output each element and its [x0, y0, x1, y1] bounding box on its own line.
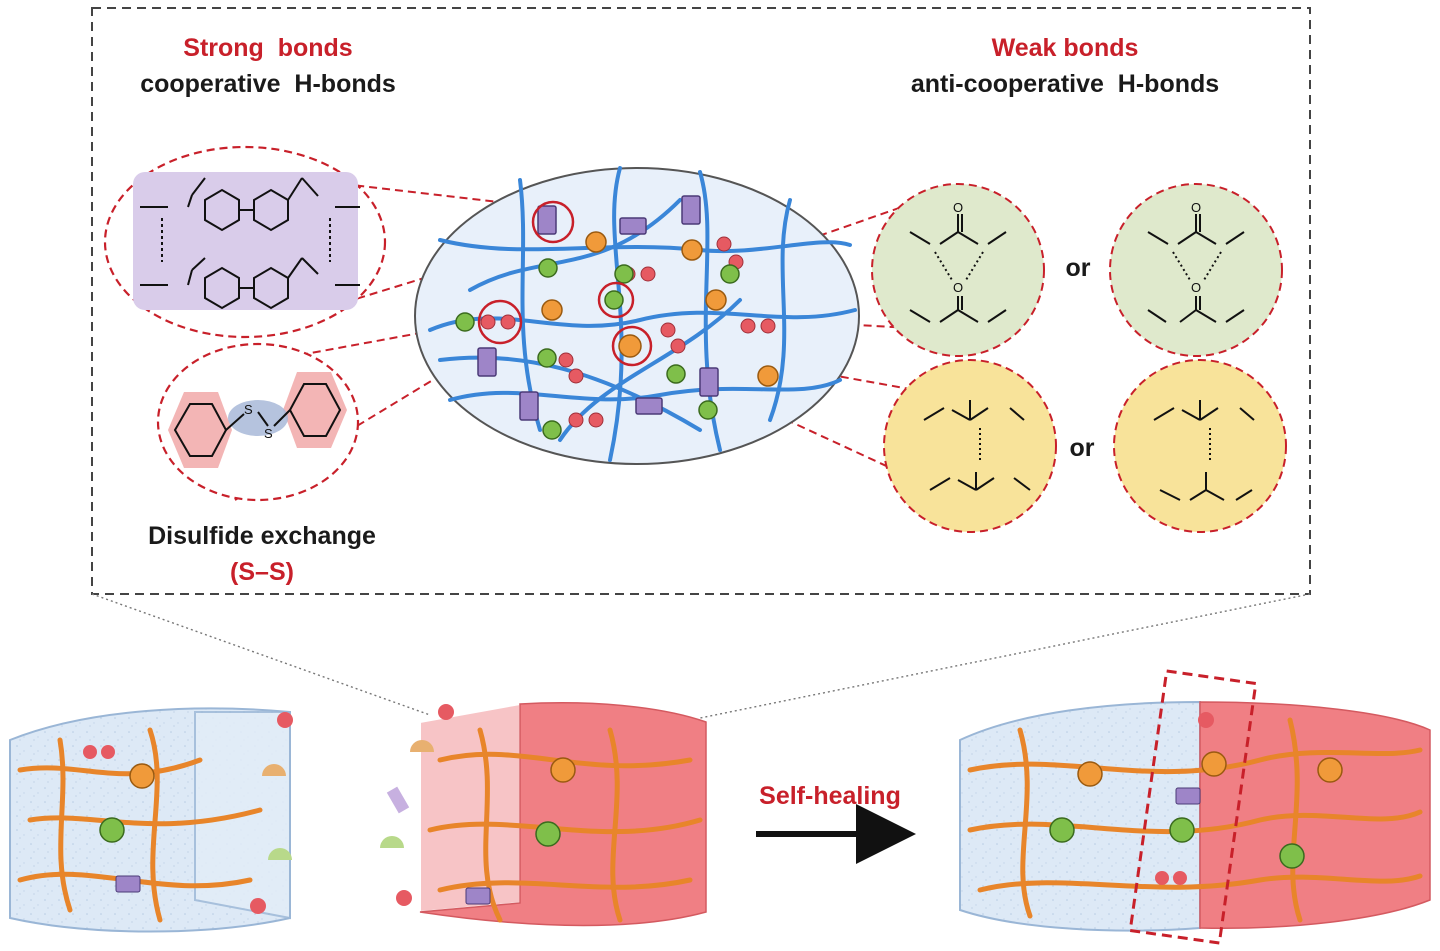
- or-label-bottom: or: [1070, 434, 1095, 462]
- disulfide-circle: S S: [156, 342, 360, 502]
- weak-bonds-title: Weak bonds: [992, 34, 1139, 62]
- zoom-guide-left: [91, 593, 431, 716]
- polymer-network-ellipse: [414, 166, 860, 465]
- strong-bonds-subtitle: cooperative H-bonds: [140, 70, 396, 98]
- self-healing-label: Self-healing: [759, 782, 901, 810]
- strong-bonds-title: Strong bonds: [183, 34, 352, 62]
- urethane-urethane-circle: [883, 359, 1057, 533]
- disulfide-pairs: [480, 236, 776, 428]
- bipyridine-structure: [140, 177, 360, 310]
- svg-text:O: O: [1191, 200, 1201, 215]
- weak-bonds-subtitle: anti-cooperative H-bonds: [911, 70, 1219, 98]
- or-label-top: or: [1066, 254, 1091, 282]
- svg-text:O: O: [1191, 280, 1201, 295]
- urea-urethane-circle: OO: [1109, 183, 1283, 357]
- urea-spheres: [455, 258, 740, 440]
- disulfide-tag: (S–S): [230, 558, 294, 586]
- sulfur-atom-1: S: [244, 402, 253, 417]
- urea-urea-circle: OO: [871, 183, 1045, 357]
- zoom-box: [91, 7, 1311, 595]
- urethane-spheres: [541, 231, 779, 387]
- svg-text:O: O: [953, 200, 963, 215]
- disulfide-structure: [173, 383, 342, 457]
- bipyridine-hbond-circle: [103, 145, 387, 339]
- red-gel-piece: [380, 702, 707, 927]
- svg-text:O: O: [953, 280, 963, 295]
- sulfur-atom-2: S: [264, 426, 273, 441]
- highlight-rings: [477, 200, 653, 367]
- urethane-urea-circle: [1113, 359, 1287, 533]
- healed-gel-piece: [959, 669, 1431, 945]
- disulfide-exchange-label: Disulfide exchange: [148, 522, 376, 550]
- blue-gel-piece: [9, 707, 293, 933]
- bipyridine-blocks: [477, 195, 719, 421]
- zoom-guide-right: [699, 593, 1311, 719]
